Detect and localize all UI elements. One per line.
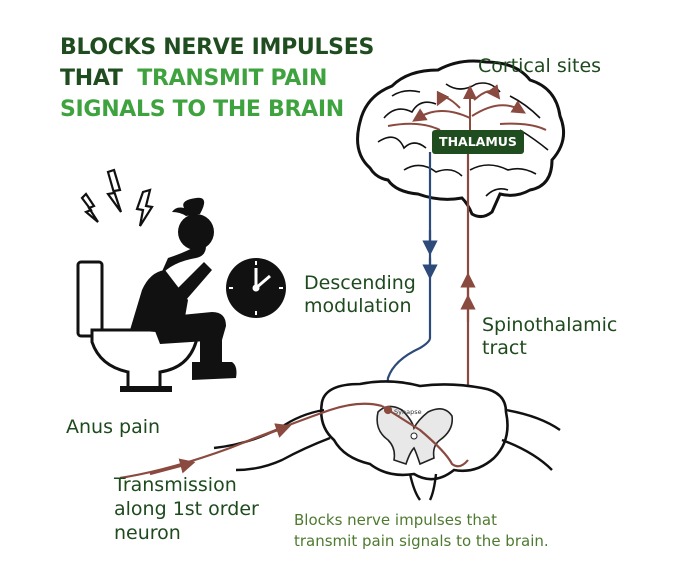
spinothalamic-line-1: Spinothalamic — [482, 314, 618, 336]
title-line-3: SIGNALS TO THE BRAIN — [60, 97, 344, 122]
lightning-icon — [80, 168, 154, 227]
cortical-sites-label: Cortical sites — [478, 55, 602, 77]
title-line-2: THAT TRANSMIT PAIN — [60, 63, 420, 94]
spinothalamic-tract-label: Spinothalamic tract — [482, 314, 617, 360]
person-on-toilet-icon — [76, 197, 237, 392]
descending-line-2: modulation — [304, 295, 412, 317]
transmission-label: Transmission along 1st order neuron — [114, 473, 259, 545]
caption-line-2: transmit pain signals to the brain. — [294, 532, 549, 550]
anus-pain-label: Anus pain — [66, 416, 161, 438]
transmission-line-2: along 1st order — [114, 498, 259, 520]
descending-modulation-label: Descending modulation — [304, 272, 416, 318]
spinothalamic-line-2: tract — [482, 337, 527, 359]
transmission-line-3: neuron — [114, 522, 181, 544]
clock-icon — [226, 258, 286, 318]
caption: Blocks nerve impulses that transmit pain… — [294, 510, 549, 552]
title-line-1: BLOCKS NERVE IMPULSES — [60, 35, 375, 60]
title-line-2-light: TRANSMIT PAIN — [137, 66, 328, 91]
first-order-neuron-path — [119, 402, 469, 480]
caption-line-1: Blocks nerve impulses that — [294, 511, 497, 529]
thalamus-badge: THALAMUS — [432, 130, 524, 154]
spinal-cord-icon — [213, 380, 561, 501]
transmission-line-1: Transmission — [114, 474, 237, 496]
synapse-label: Synapse — [394, 408, 422, 416]
main-title: BLOCKS NERVE IMPULSES THAT TRANSMIT PAIN… — [60, 32, 420, 125]
title-line-2-dark: THAT — [60, 66, 123, 91]
descending-line-1: Descending — [304, 272, 416, 294]
